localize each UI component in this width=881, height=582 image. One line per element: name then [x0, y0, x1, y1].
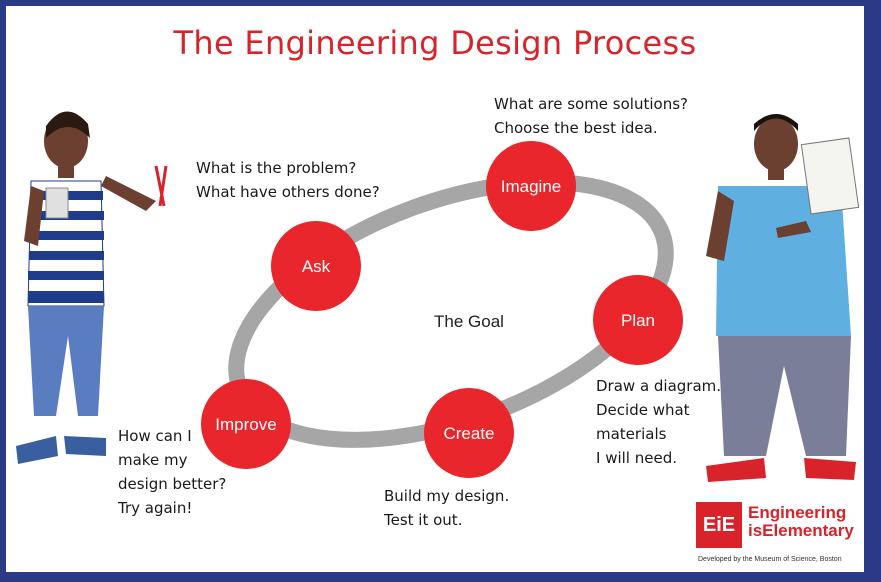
step-imagine-circle	[486, 141, 576, 231]
girl-illustration	[16, 111, 168, 464]
slide: The Engineering Design Process The Goal …	[6, 6, 864, 572]
imagine-note-line: Choose the best idea.	[494, 119, 658, 137]
improve-note-line: Try again!	[118, 499, 193, 517]
eie-logo-mark: EiE	[696, 502, 742, 548]
improve-note: How can I make my design better? Try aga…	[118, 424, 226, 520]
create-note-line: Test it out.	[384, 511, 463, 529]
step-create-circle	[424, 388, 514, 478]
step-imagine-label: Imagine	[501, 177, 561, 196]
plan-note-line: I will need.	[596, 449, 677, 467]
step-improve-label: Improve	[215, 415, 276, 434]
plan-note-line: Draw a diagram.	[596, 377, 722, 395]
plan-note: Draw a diagram. Decide what materials I …	[596, 374, 721, 470]
eie-logo-text: Engineering isElementary	[748, 504, 854, 540]
plan-note-line: materials	[596, 425, 667, 443]
improve-note-line: How can I	[118, 427, 192, 445]
step-ask-label: Ask	[302, 257, 331, 276]
step-imagine: Imagine	[486, 141, 576, 231]
step-improve: Improve	[201, 379, 291, 469]
step-create: Create	[424, 388, 514, 478]
improve-note-line: make my	[118, 451, 188, 469]
eie-logo-credit: Developed by the Museum of Science, Bost…	[698, 556, 842, 563]
plan-sheet	[800, 137, 860, 215]
improve-note-line: design better?	[118, 475, 227, 493]
page-title: The Engineering Design Process	[173, 24, 697, 62]
plan-note-line: Decide what	[596, 401, 690, 419]
create-note-line: Build my design.	[384, 487, 510, 505]
ask-note: What is the problem? What have others do…	[196, 156, 380, 204]
imagine-note-line: What are some solutions?	[494, 95, 688, 113]
create-note: Build my design. Test it out.	[384, 484, 509, 532]
eie-logo-line2: isElementary	[748, 521, 854, 540]
goal-label: The Goal	[434, 312, 504, 331]
step-ask: Ask	[271, 221, 361, 311]
process-diagram: The Goal Ask Imagine Plan Create Improve	[16, 111, 860, 482]
imagine-note: What are some solutions? Choose the best…	[494, 92, 688, 140]
step-plan: Plan	[593, 275, 683, 365]
step-create-label: Create	[443, 424, 494, 443]
eie-logo-line1: Engineering	[748, 503, 847, 522]
ask-note-line: What is the problem?	[196, 159, 357, 177]
step-plan-label: Plan	[621, 311, 655, 330]
boy-illustration	[706, 114, 860, 482]
ask-note-line: What have others done?	[196, 183, 380, 201]
step-plan-circle	[593, 275, 683, 365]
step-ask-circle	[271, 221, 361, 311]
step-improve-circle	[201, 379, 291, 469]
